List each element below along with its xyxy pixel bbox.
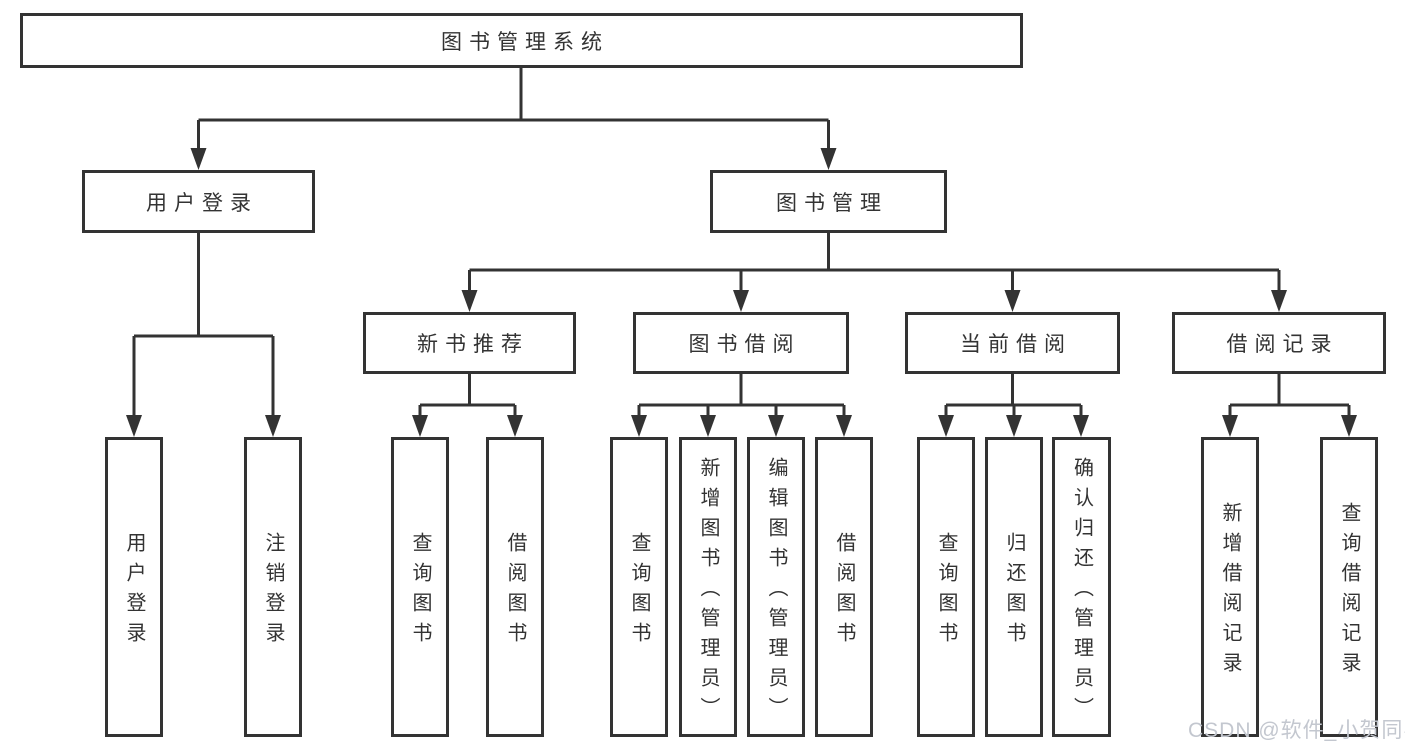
leaf-current-return-label: 归还图书 [1003, 532, 1025, 652]
leaf-borrow-book-label: 借阅图书 [833, 532, 855, 652]
node-borrow-records: 借阅记录 [1172, 312, 1386, 374]
node-borrow-records-label: 借阅记录 [1226, 333, 1339, 356]
watermark: CSDN @软件_小贺同学 [1188, 719, 1405, 742]
leaf-newbooks-borrow: 借阅图书 [486, 437, 544, 737]
connector-book-borrow-to-children [631, 374, 852, 437]
node-root: 图书管理系统 [20, 13, 1023, 68]
leaf-newbooks-query: 查询图书 [391, 437, 449, 737]
leaf-records-add-label: 新增借阅记录 [1219, 502, 1241, 682]
leaf-borrow-edit-admin-label: 编辑图书（管理员） [765, 457, 787, 727]
leaf-records-query: 查询借阅记录 [1320, 437, 1378, 737]
leaf-logout-label: 注销登录 [262, 532, 284, 652]
connector-root-to-level2 [190, 68, 837, 170]
leaf-records-add: 新增借阅记录 [1201, 437, 1259, 737]
connector-current-borrow-to-children [938, 374, 1089, 437]
node-user-login-branch: 用户登录 [82, 170, 315, 233]
leaf-borrow-book: 借阅图书 [815, 437, 873, 737]
leaf-user-login: 用户登录 [105, 437, 163, 737]
leaf-current-confirm-admin-label: 确认归还（管理员） [1070, 457, 1093, 727]
leaf-current-confirm-admin: 确认归还（管理员） [1052, 437, 1111, 737]
leaf-newbooks-query-label: 查询图书 [409, 532, 431, 652]
leaf-borrow-edit-admin: 编辑图书（管理员） [747, 437, 805, 737]
node-user-login-branch-label: 用户登录 [146, 191, 258, 215]
node-book-borrow-label: 图书借阅 [688, 333, 801, 356]
node-book-borrow: 图书借阅 [633, 312, 849, 374]
connector-new-books-to-children [412, 374, 523, 437]
node-root-label: 图书管理系统 [441, 30, 609, 54]
node-current-borrow-label: 当前借阅 [960, 333, 1072, 356]
connector-user-login-to-children [126, 233, 281, 437]
node-new-books: 新书推荐 [363, 312, 576, 374]
leaf-current-query: 查询图书 [917, 437, 975, 737]
leaf-borrow-add-admin: 新增图书（管理员） [679, 437, 737, 737]
connector-borrow-records-to-children [1222, 374, 1357, 437]
leaf-borrow-query-label: 查询图书 [628, 532, 650, 652]
leaf-borrow-query: 查询图书 [610, 437, 668, 737]
node-book-management: 图书管理 [710, 170, 947, 233]
node-new-books-label: 新书推荐 [417, 333, 529, 356]
connector-book-management-to-modules [461, 233, 1287, 312]
leaf-user-login-label: 用户登录 [123, 532, 145, 652]
leaf-current-query-label: 查询图书 [935, 532, 957, 652]
node-book-management-label: 图书管理 [776, 191, 888, 215]
leaf-newbooks-borrow-label: 借阅图书 [504, 532, 526, 652]
leaf-logout: 注销登录 [244, 437, 302, 737]
leaf-records-query-label: 查询借阅记录 [1338, 502, 1360, 682]
leaf-current-return: 归还图书 [985, 437, 1043, 737]
leaf-borrow-add-admin-label: 新增图书（管理员） [697, 457, 719, 727]
node-current-borrow: 当前借阅 [905, 312, 1120, 374]
